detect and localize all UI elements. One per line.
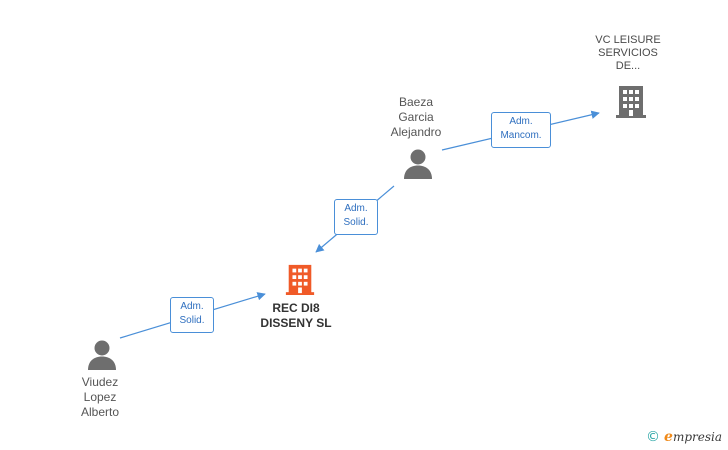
viudez-label[interactable]: Viudez Lopez Alberto — [60, 375, 140, 420]
baeza-label[interactable]: Baeza Garcia Alejandro — [376, 95, 456, 140]
vc-leisure-line-1: VC LEISURE — [595, 34, 661, 46]
main-company-line-2: DISSENY SL — [260, 316, 332, 330]
edge-label-line-2: Solid. — [343, 217, 369, 228]
building-icon[interactable] — [614, 84, 648, 118]
edge-label-line-2: Solid. — [179, 315, 205, 326]
vc-leisure-line-3: DE... — [615, 60, 641, 72]
edge-label-baeza-vc[interactable]: Adm. Mancom. — [491, 112, 551, 148]
baeza-line-2: Garcia — [398, 110, 434, 124]
building-icon[interactable] — [284, 262, 316, 296]
viudez-line-1: Viudez — [81, 375, 119, 389]
edge-label-line-1: Adm. — [509, 116, 533, 127]
baeza-line-3: Alejandro — [390, 125, 442, 139]
copyright-icon: © — [646, 429, 661, 445]
baeza-line-1: Baeza — [398, 95, 434, 109]
main-company-line-1: REC DI8 — [272, 301, 320, 315]
edge-label-viudez-main[interactable]: Adm. Solid. — [170, 297, 214, 333]
person-icon[interactable] — [403, 148, 433, 180]
viudez-line-3: Alberto — [80, 405, 120, 419]
edge-label-line-1: Adm. — [344, 203, 368, 214]
vc-leisure-label[interactable]: VC LEISURE SERVICIOS DE... — [578, 34, 678, 73]
person-icon[interactable] — [87, 339, 117, 371]
vc-leisure-line-2: SERVICIOS — [598, 47, 658, 59]
empresia-logo[interactable]: empresia — [664, 428, 722, 446]
main-company-label[interactable]: REC DI8 DISSENY SL — [246, 301, 346, 331]
edge-label-line-1: Adm. — [180, 301, 204, 312]
edge-label-baeza-main[interactable]: Adm. Solid. — [334, 199, 378, 235]
brand-name: mpresia — [672, 430, 722, 444]
brand-initial: e — [664, 429, 673, 445]
footer-brand: © empresia — [646, 428, 722, 446]
edge-label-line-2: Mancom. — [500, 130, 542, 141]
viudez-line-2: Lopez — [83, 390, 117, 404]
